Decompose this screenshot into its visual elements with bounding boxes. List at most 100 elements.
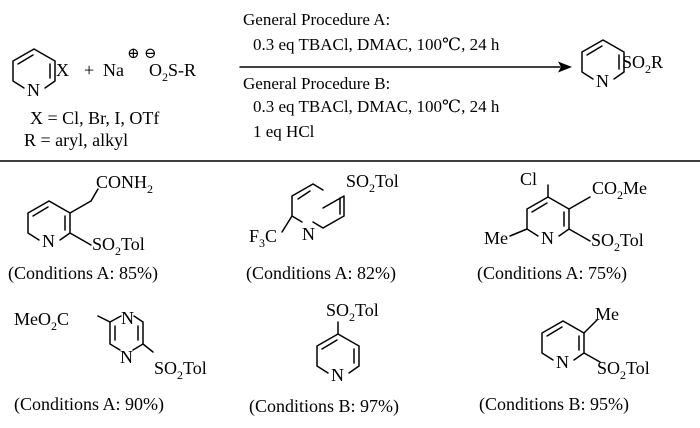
sulfonyl-group: SO2R bbox=[622, 52, 663, 76]
plus-sign: + bbox=[84, 60, 94, 80]
amide-group: CONH2 bbox=[96, 172, 153, 196]
tol-label: Tol bbox=[626, 358, 650, 378]
example-chloro-methyl-pyridine-product: N Cl CO2Me Me SO2Tol (Conditions A: 75%) bbox=[477, 169, 647, 284]
ring-nitrogen-label: N bbox=[541, 228, 554, 248]
so-subscript: 2 bbox=[645, 62, 651, 76]
so-subscript: 2 bbox=[369, 181, 375, 195]
starting-halopyridine: N X bbox=[12, 48, 69, 100]
c-label: C bbox=[57, 309, 69, 329]
chloro-label: Cl bbox=[520, 169, 537, 189]
so-label: SO bbox=[622, 52, 645, 72]
procedure-b-conditions-2: 1 eq HCl bbox=[253, 122, 315, 141]
example-nicotinamide-product: N CONH2 SO2Tol (Conditions A: 85%) bbox=[8, 172, 158, 284]
sulfinate-subscript: 2 bbox=[162, 70, 168, 84]
ring-bonds bbox=[97, 315, 154, 353]
ring-bonds bbox=[581, 39, 625, 80]
example-pyrazine-product: N N MeO2C SO2Tol (Conditions A: 90%) bbox=[14, 308, 207, 415]
example-5-yield: (Conditions B: 97%) bbox=[249, 396, 399, 417]
procedure-b-title: General Procedure B: bbox=[243, 74, 390, 93]
amide-bond bbox=[90, 188, 99, 202]
cf3-bond bbox=[281, 215, 293, 233]
ring-inner-double-bonds bbox=[546, 326, 580, 351]
ring-nitrogen-label: N bbox=[596, 71, 609, 91]
so-subscript: 2 bbox=[620, 368, 626, 382]
ring-bonds bbox=[541, 319, 601, 363]
example-2-yield: (Conditions A: 82%) bbox=[246, 263, 396, 284]
sulfonyl-group: SO2Tol bbox=[326, 300, 379, 324]
so-label: SO bbox=[346, 171, 369, 191]
ring-inner-double-bonds bbox=[32, 206, 66, 231]
c-label: C bbox=[265, 226, 277, 246]
ester-subscript: 2 bbox=[51, 319, 57, 333]
sulfonyl-group: SO2Tol bbox=[92, 234, 145, 258]
so-label: SO bbox=[326, 300, 349, 320]
meo-label: MeO bbox=[14, 309, 51, 329]
ring-inner-double-bonds bbox=[17, 54, 51, 79]
f-label: F bbox=[249, 226, 259, 246]
example-3-yield: (Conditions A: 75%) bbox=[477, 263, 627, 284]
sodium-positive-charge: ⊕ bbox=[127, 46, 140, 62]
sulfinate-negative-charge: ⊖ bbox=[144, 46, 157, 62]
ring-nitrogen-label: N bbox=[302, 224, 315, 244]
tol-label: Tol bbox=[355, 300, 379, 320]
tol-label: Tol bbox=[121, 234, 145, 254]
so-label: SO bbox=[154, 358, 177, 378]
tol-label: Tol bbox=[183, 358, 207, 378]
procedure-a-conditions: 0.3 eq TBACl, DMAC, 100℃, 24 h bbox=[253, 35, 500, 54]
r-definition: R = aryl, alkyl bbox=[24, 130, 128, 150]
ring-inner-double-bonds bbox=[586, 45, 620, 70]
so-label: SO bbox=[597, 358, 620, 378]
so-label: SO bbox=[92, 234, 115, 254]
sulfonyl-group: SO2Tol bbox=[597, 358, 650, 382]
ring-bonds bbox=[291, 183, 345, 229]
so-subscript: 2 bbox=[177, 368, 183, 382]
x-definition: X = Cl, Br, I, OTf bbox=[30, 108, 159, 128]
sulfonyl-group: SO2Tol bbox=[154, 358, 207, 382]
ring-bonds bbox=[12, 48, 56, 89]
amide-text: CONH bbox=[96, 172, 147, 192]
ring-nitrogen-label: N bbox=[27, 80, 40, 100]
tol-label: Tol bbox=[620, 230, 644, 250]
co-label: CO bbox=[592, 178, 617, 198]
ring-inner-double-bonds bbox=[321, 339, 355, 364]
so-label: SO bbox=[591, 230, 614, 250]
example-6-yield: (Conditions B: 95%) bbox=[479, 394, 629, 415]
example-trifluoromethylpyridine-product: N SO2Tol F3C (Conditions A: 82%) bbox=[246, 171, 399, 284]
ring-inner-double-bonds bbox=[297, 190, 341, 215]
sodium-sulfinate-reagent: Na ⊕ ⊖ O2S-R bbox=[103, 46, 196, 84]
pyrazine-nitrogen-1: N bbox=[121, 308, 134, 328]
ring-nitrogen-label: N bbox=[42, 231, 55, 251]
leaving-group-x: X bbox=[56, 60, 69, 80]
example-1-yield: (Conditions A: 85%) bbox=[8, 263, 158, 284]
ring-bonds bbox=[316, 321, 360, 374]
ring-bonds bbox=[27, 200, 92, 246]
co-subscript: 2 bbox=[617, 188, 623, 202]
trifluoromethyl-group: F3C bbox=[249, 226, 277, 250]
so-subscript: 2 bbox=[349, 310, 355, 324]
ester-group: CO2Me bbox=[592, 178, 647, 202]
sulfinate-formula: O2S-R bbox=[149, 60, 196, 84]
example-methyl-sulfonylpyridine-product: N Me SO2Tol (Conditions B: 95%) bbox=[479, 304, 650, 415]
tol-label: Tol bbox=[375, 171, 399, 191]
f-subscript: 3 bbox=[259, 236, 265, 250]
r-label: R bbox=[651, 52, 663, 72]
so-subscript: 2 bbox=[115, 244, 121, 258]
procedure-a-title: General Procedure A: bbox=[243, 10, 390, 29]
sulfonyl-group: SO2Tol bbox=[346, 171, 399, 195]
ring-nitrogen-label: N bbox=[556, 352, 569, 372]
me-label: Me bbox=[623, 178, 647, 198]
procedure-b-conditions-1: 0.3 eq TBACl, DMAC, 100℃, 24 h bbox=[253, 97, 500, 116]
example-4-sulfonylpyridine-product: N SO2Tol (Conditions B: 97%) bbox=[249, 300, 399, 417]
sulfinate-s-r: S-R bbox=[168, 60, 196, 80]
methyl-label: Me bbox=[484, 228, 508, 248]
arrow-head bbox=[558, 61, 572, 73]
amide-subscript: 2 bbox=[147, 182, 153, 196]
example-4-yield: (Conditions A: 90%) bbox=[14, 394, 164, 415]
ring-inner-double-bonds bbox=[114, 325, 139, 341]
sulfonyl-group: SO2Tol bbox=[591, 230, 644, 254]
methyl-label: Me bbox=[595, 304, 619, 324]
ring-inner-double-bonds bbox=[531, 202, 565, 227]
ester-group: MeO2C bbox=[14, 309, 69, 333]
